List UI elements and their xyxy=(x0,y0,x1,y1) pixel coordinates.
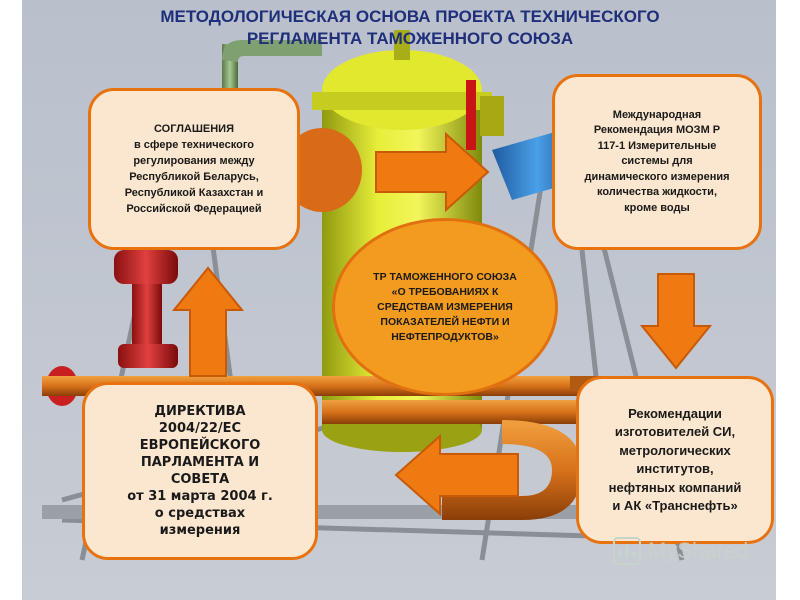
central-regulation-text: ТР ТАМОЖЕННОГО СОЮЗА «О ТРЕБОВАНИЯХ К СР… xyxy=(373,270,517,343)
oiml-recommendation-text: Международная Рекомендация МОЗМ Р 117-1 … xyxy=(584,108,730,214)
watermark-text: MyShared xyxy=(648,538,749,563)
arrow-down-icon xyxy=(640,273,712,370)
arrow-up-icon xyxy=(172,266,244,377)
slide-title: МЕТОДОЛОГИЧЕСКАЯ ОСНОВА ПРОЕКТА ТЕХНИЧЕС… xyxy=(160,7,660,48)
agreement-text: СОГЛАШЕНИЯ в сфере технического регулиро… xyxy=(124,123,264,215)
eu-directive-box: ДИРЕКТИВА 2004/22/ЕС ЕВРОПЕЙСКОГО ПАРЛАМ… xyxy=(82,382,318,560)
manufacturer-recommendations-text: Рекомендации изготовителей СИ, метрологи… xyxy=(608,405,742,514)
agreement-box: СОГЛАШЕНИЯ в сфере технического регулиро… xyxy=(88,88,300,250)
manufacturer-recommendations-box: Рекомендации изготовителей СИ, метрологи… xyxy=(576,376,774,544)
arrow-left-icon xyxy=(394,433,519,517)
eu-directive-text: ДИРЕКТИВА 2004/22/ЕС ЕВРОПЕЙСКОГО ПАРЛАМ… xyxy=(127,404,273,538)
arrow-right-icon xyxy=(375,132,490,212)
watermark-logo-icon xyxy=(613,537,641,565)
central-regulation-ellipse: ТР ТАМОЖЕННОГО СОЮЗА «О ТРЕБОВАНИЯХ К СР… xyxy=(332,218,558,396)
oiml-recommendation-box: Международная Рекомендация МОЗМ Р 117-1 … xyxy=(552,74,762,250)
